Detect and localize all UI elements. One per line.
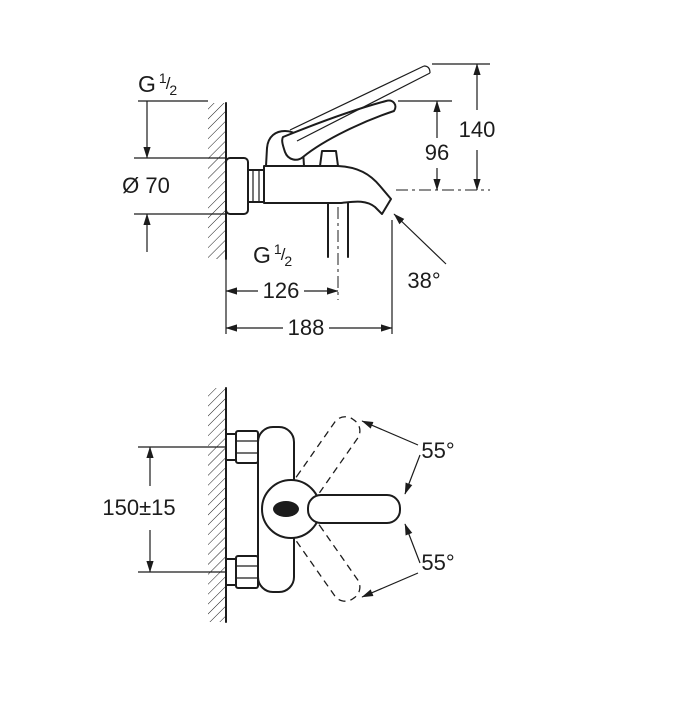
spout-angle-label: 38° bbox=[407, 268, 440, 293]
mixer-body-spout bbox=[263, 165, 392, 215]
union-nut-bottom bbox=[235, 555, 259, 589]
angle-upper-leader-a bbox=[361, 420, 419, 446]
angle-lower-label: 55° bbox=[421, 550, 454, 575]
lever-raised-tip bbox=[423, 65, 431, 74]
wall-flange-bottom bbox=[225, 558, 237, 586]
plan-view: 55° 55° 150±15 bbox=[102, 387, 455, 623]
angle-upper-label: 55° bbox=[421, 438, 454, 463]
wall-hatch bbox=[208, 103, 226, 259]
spout-angle-leader bbox=[393, 213, 447, 265]
diverter-knob bbox=[319, 150, 339, 167]
angle-lower-leader-b bbox=[404, 523, 421, 564]
dim150-label: 150±15 bbox=[102, 495, 175, 520]
lever-handle-plan bbox=[307, 494, 401, 524]
dim126-label: 126 bbox=[263, 278, 300, 303]
union-nut-top bbox=[235, 430, 259, 464]
dim96-label: 96 bbox=[425, 140, 449, 165]
dim140-label: 140 bbox=[459, 117, 496, 142]
wall-flange-top bbox=[225, 433, 237, 461]
dim188-label: 188 bbox=[288, 315, 325, 340]
dia70-label: Ø 70 bbox=[122, 173, 170, 198]
angle-upper-leader-b bbox=[404, 454, 421, 495]
angle-lower-leader-a bbox=[361, 572, 419, 598]
wall-hatch bbox=[208, 388, 226, 622]
escutcheon-side bbox=[225, 157, 249, 215]
lever-cap-detail bbox=[273, 501, 299, 517]
lever-raised-outline bbox=[289, 65, 425, 131]
union-nut-side bbox=[247, 169, 265, 203]
lever-handle-side bbox=[281, 99, 397, 161]
lever-raised-outline bbox=[296, 72, 431, 142]
